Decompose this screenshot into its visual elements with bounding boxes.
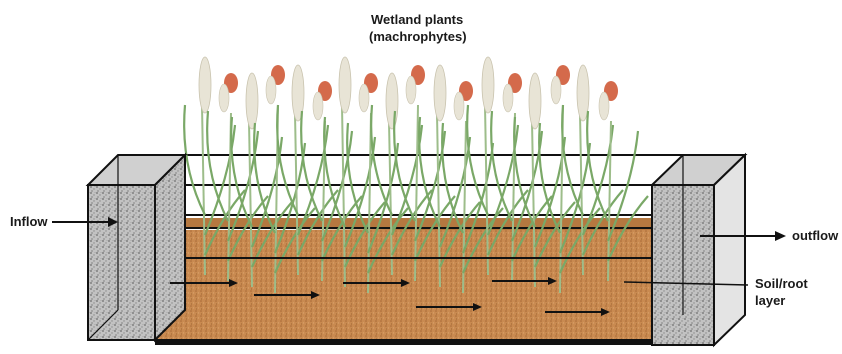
inlet-gravel-chamber (88, 155, 185, 340)
title-line-1: Wetland plants (371, 12, 463, 27)
outflow-arrowhead-icon (775, 231, 786, 241)
inflow-label: Inflow (10, 214, 48, 229)
soil-label-line-1: Soil/root (755, 276, 808, 291)
title-line-2: (machrophytes) (369, 29, 467, 44)
outlet-gravel-chamber (652, 155, 745, 345)
soil-label-line-2: layer (755, 293, 785, 308)
outflow-label: outflow (792, 228, 838, 243)
